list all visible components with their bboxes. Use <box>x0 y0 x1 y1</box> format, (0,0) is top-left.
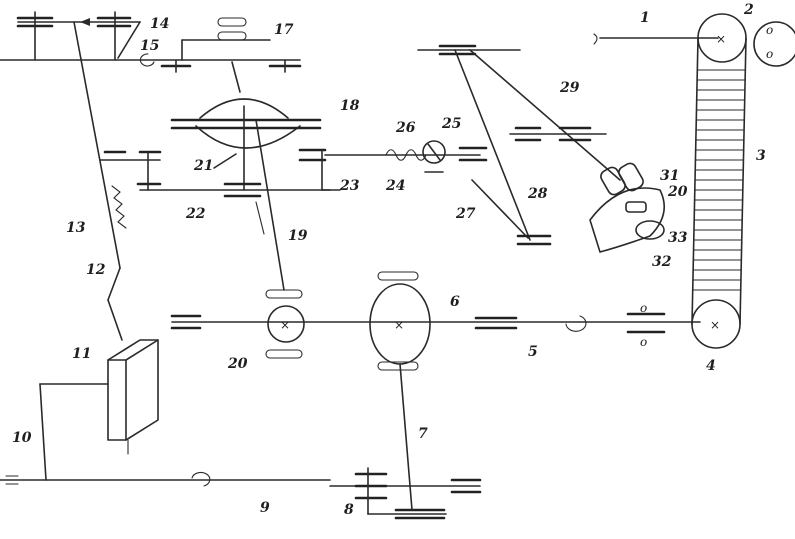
label-13: 13 <box>66 220 86 236</box>
edge-roller-o-bottom: o <box>766 47 773 61</box>
label-4: 4 <box>706 358 716 374</box>
roller-20-bottom-a <box>265 349 303 359</box>
arrow-head-left <box>80 18 90 26</box>
rod-12-lower-b <box>107 299 123 341</box>
box-11-top-edge <box>125 339 159 361</box>
label-27: 27 <box>455 206 476 222</box>
label-2: 2 <box>743 2 754 18</box>
shaft-1-end <box>593 33 598 45</box>
cutter-roller-33 <box>635 220 665 240</box>
pointer-21 <box>213 153 237 169</box>
label-3: 3 <box>756 148 766 164</box>
label-15: 15 <box>140 38 159 54</box>
link-19 <box>255 119 285 291</box>
arrow-19 <box>255 201 265 235</box>
label-31: 31 <box>660 168 679 184</box>
roller-20 <box>267 305 305 343</box>
label-11: 11 <box>72 346 91 362</box>
lever-14 <box>117 21 141 59</box>
drum-6-bottom-roller <box>377 361 419 371</box>
arm-10-vertical <box>39 383 47 481</box>
edge-roller-o-top: o <box>766 23 773 37</box>
link-28 <box>454 49 531 241</box>
label-17: 17 <box>274 22 294 38</box>
cutter-arc-32 <box>589 187 666 253</box>
roller-17-bottom <box>217 31 247 41</box>
label-7: 7 <box>418 426 428 442</box>
belt-left-edge <box>691 37 699 325</box>
pulley-4-center-mark: × <box>710 318 720 332</box>
middle-shaft-assembly: × × o o 19 20 6 5 <box>170 119 701 372</box>
cutter-block-30 <box>625 201 647 213</box>
rotation-arrow-15 <box>139 53 155 67</box>
gear-5-right-o-bottom: o <box>640 335 647 349</box>
label-24: 24 <box>385 178 405 194</box>
top-left-shaft-assembly: 14 15 17 <box>0 11 302 93</box>
left-linkage: 13 12 11 10 <box>12 21 159 481</box>
bottom-shaft-assembly: 9 8 7 <box>0 363 482 520</box>
roller-20-top-a <box>265 289 303 299</box>
cutter-head-assembly: 31 20 33 32 <box>589 162 688 270</box>
rod-12-lower-a <box>107 267 121 301</box>
disk-bowl-18 <box>195 125 301 149</box>
label-21: 21 <box>193 158 213 174</box>
label-33: 33 <box>668 230 688 246</box>
disk-dome-18 <box>199 98 289 119</box>
roller-17-top <box>217 17 247 27</box>
belt-slats <box>692 69 746 291</box>
gear-5-right-o-top: o <box>640 301 647 315</box>
label-28: 28 <box>527 186 548 202</box>
roller-20-mark: × <box>280 318 290 332</box>
linkage-27-28-29: 29 28 27 <box>417 44 621 246</box>
pulley-2-center-mark: × <box>716 32 726 46</box>
link-27 <box>471 179 529 239</box>
label-29: 29 <box>559 80 580 96</box>
shaft-7 <box>399 363 413 511</box>
drum-6-mark: × <box>394 318 404 332</box>
label-19: 19 <box>288 228 308 244</box>
spring-24 <box>385 149 427 161</box>
label-12: 12 <box>86 262 106 278</box>
label-30: 20 <box>667 184 688 200</box>
label-14: 14 <box>150 16 169 32</box>
cutter-roller-b <box>618 162 644 192</box>
box-11 <box>107 339 159 441</box>
rotation-arrow-9 <box>191 471 211 487</box>
wheel-25 <box>422 140 446 164</box>
belt-right-edge <box>739 37 747 325</box>
label-32: 32 <box>652 254 672 270</box>
label-1: 1 <box>640 10 650 26</box>
edge-roller-right <box>753 21 795 67</box>
rod-12-upper <box>73 21 121 269</box>
wheel-25-spoke <box>427 143 441 161</box>
spring-13 <box>111 185 127 229</box>
label-10: 10 <box>12 430 32 446</box>
label-8: 8 <box>344 502 354 518</box>
label-18: 18 <box>340 98 360 114</box>
label-23: 23 <box>339 178 360 194</box>
drum-6-top-roller <box>377 271 419 281</box>
label-20: 20 <box>227 356 248 372</box>
rotation-arrow-5 <box>565 315 587 332</box>
link-29 <box>469 49 621 181</box>
label-22: 22 <box>185 206 206 222</box>
label-9: 9 <box>260 500 270 516</box>
central-disk-assembly: 18 21 22 23 <box>99 98 360 222</box>
spring-link-17 <box>231 61 241 93</box>
label-5: 5 <box>528 344 538 360</box>
label-25: 25 <box>441 116 461 132</box>
belt-conveyor: × × 1 2 3 4 o o <box>593 2 795 374</box>
label-26: 26 <box>395 120 416 136</box>
label-6: 6 <box>450 294 460 310</box>
spring-shaft-assembly: 26 25 24 <box>324 116 488 194</box>
